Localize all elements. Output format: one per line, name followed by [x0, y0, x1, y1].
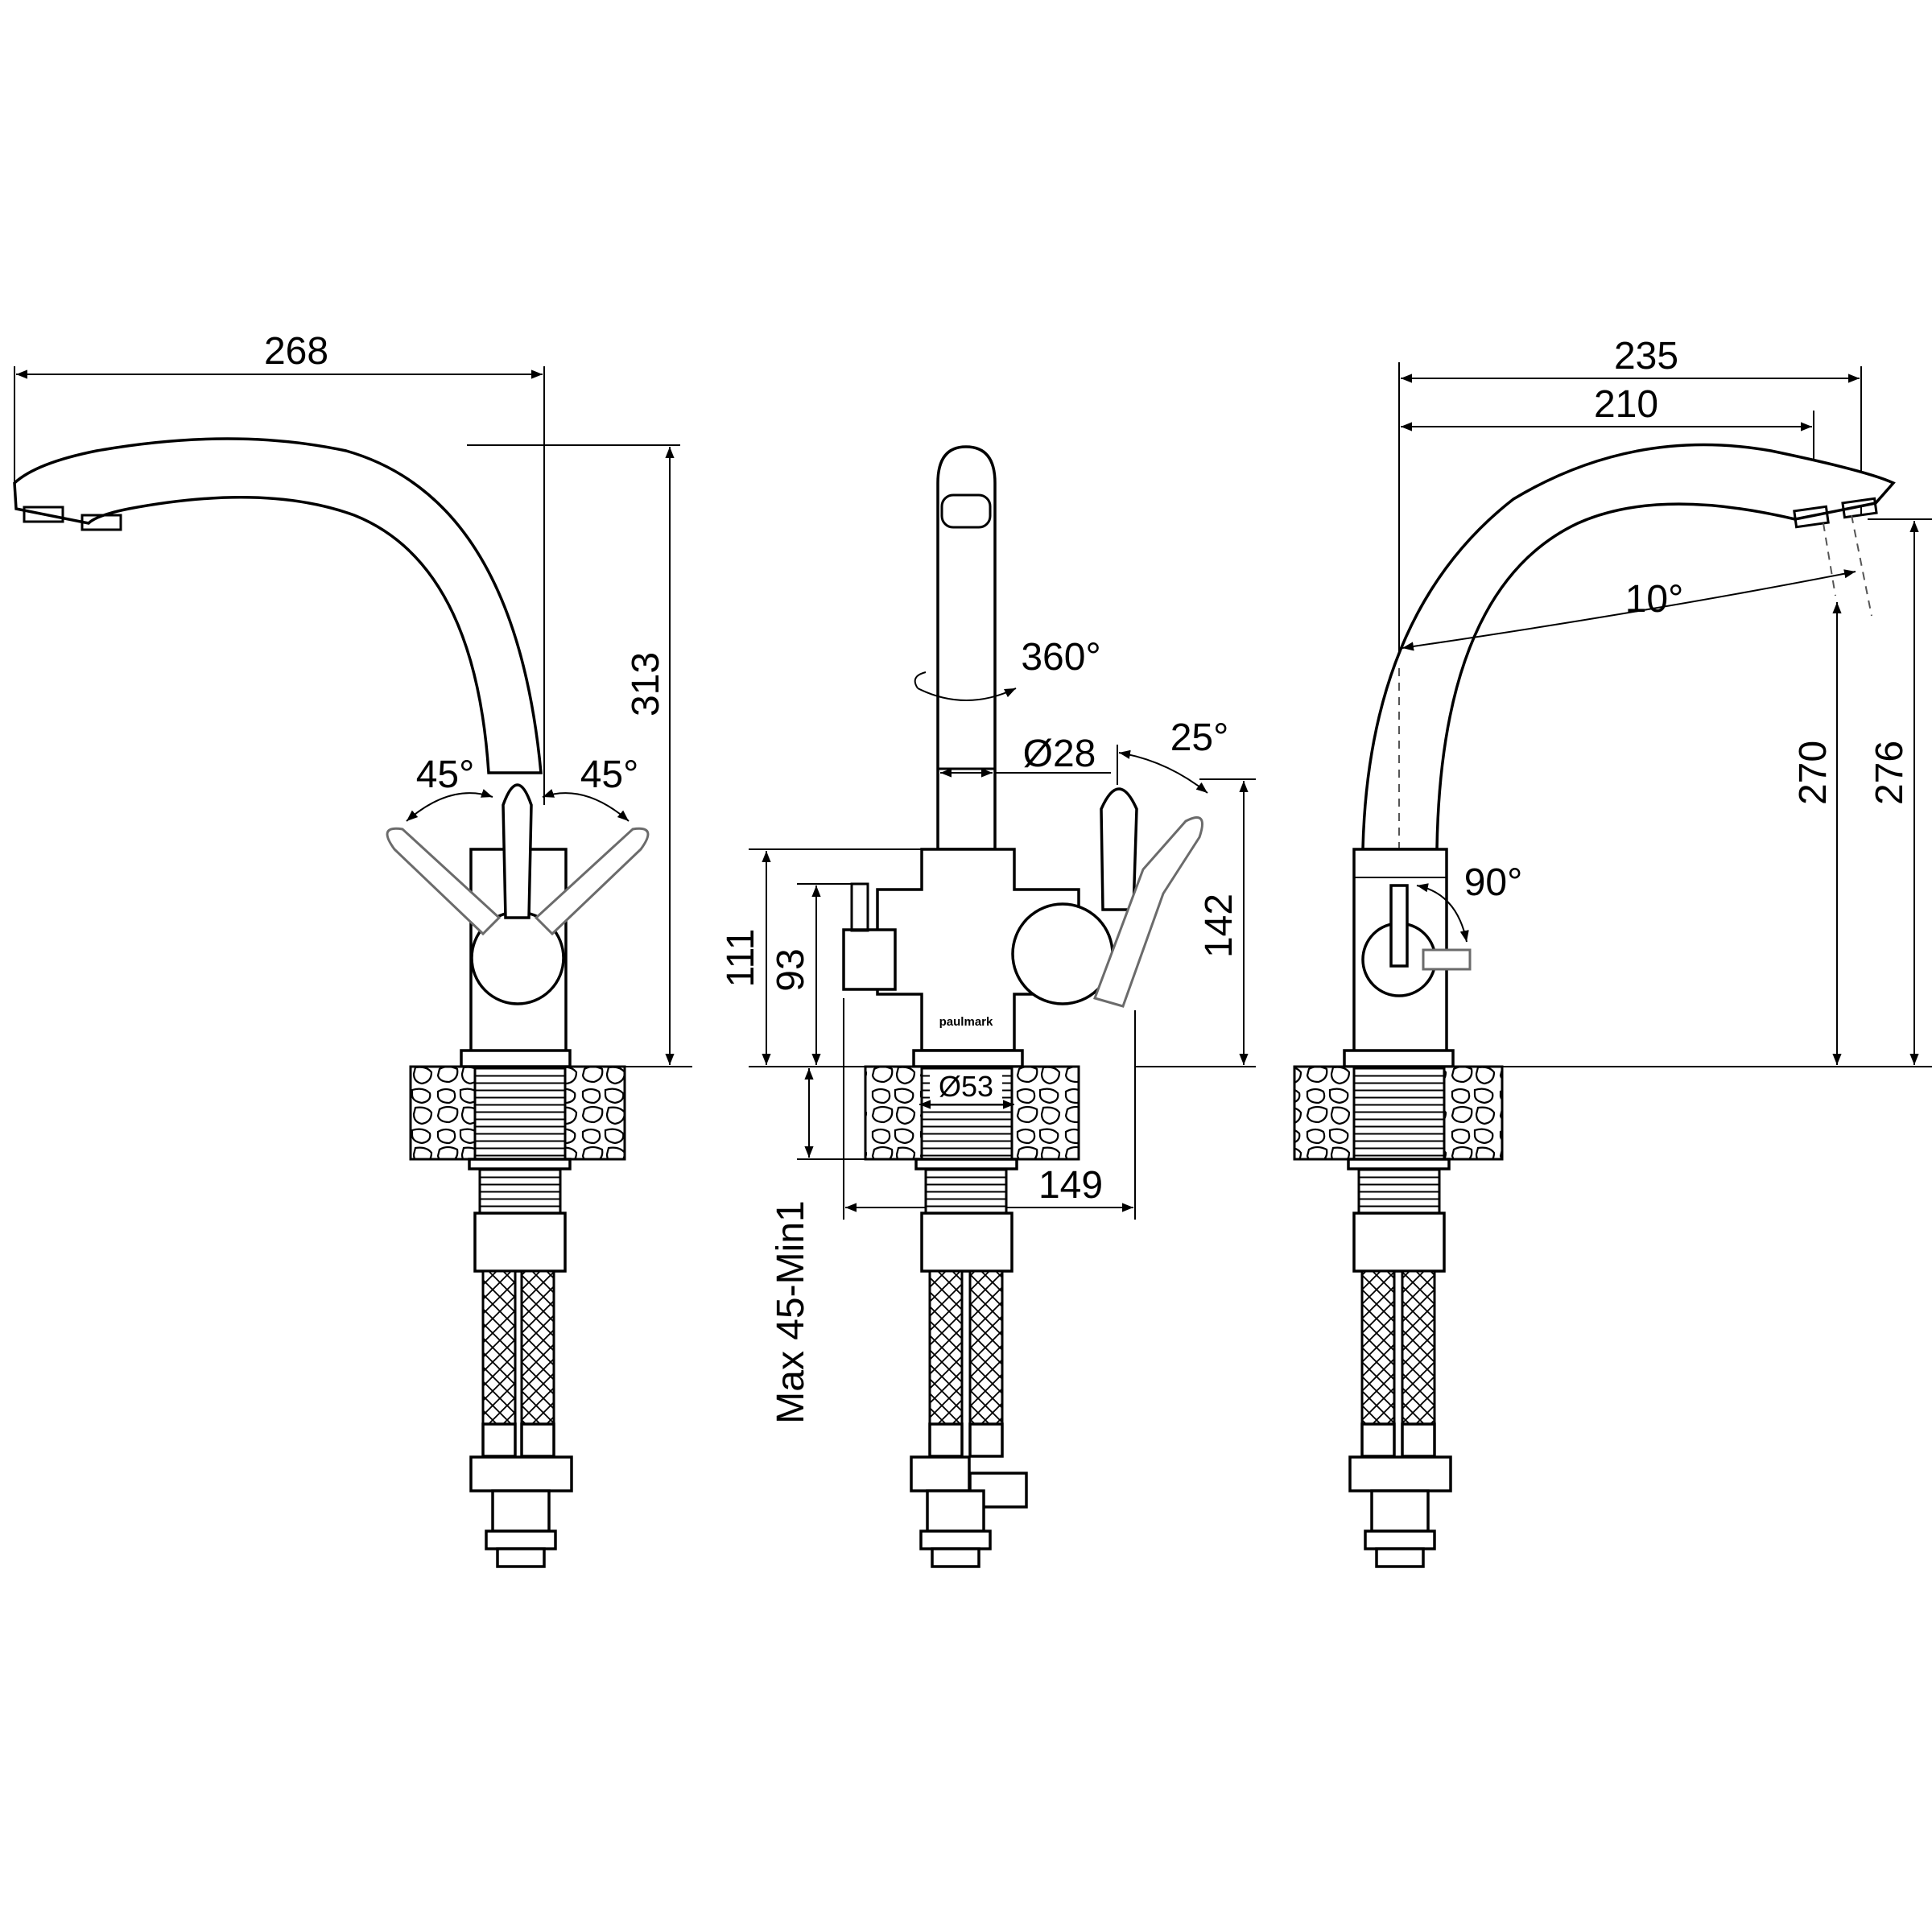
stud-tip: [496, 1547, 546, 1568]
height-93-label: 93: [770, 948, 812, 991]
aerator-left: [23, 506, 64, 523]
filter-lever: [850, 882, 869, 932]
width-dimension-label: 268: [264, 330, 328, 373]
width-235-label: 235: [1614, 335, 1678, 378]
mounting-shank: [473, 1065, 567, 1161]
filter-lever-housing: [842, 928, 897, 991]
handle-right-rotated: [534, 827, 650, 936]
height-dimension-label: 313: [625, 652, 667, 716]
handle-side-rotated: [1422, 948, 1472, 971]
width-149-label: 149: [1038, 1164, 1103, 1207]
left-view: 268 313 45° 45°: [13, 330, 692, 1568]
handle-front-rotated: [1093, 816, 1203, 1008]
angle-arc-left: [406, 789, 493, 822]
angle-right-label: 45°: [580, 753, 639, 796]
base-flange-side: [1343, 1049, 1455, 1068]
handle-left-rotated: [386, 827, 502, 936]
spout: [13, 437, 543, 774]
height-142-label: 142: [1198, 894, 1241, 958]
center-view: paulmark 360° Ø28 25° 111 93 142: [720, 445, 1256, 1568]
angle-left-label: 45°: [416, 753, 475, 796]
handle-center: [502, 783, 533, 919]
diameter-top-label: Ø28: [1023, 733, 1096, 775]
lower-thread: [478, 1167, 562, 1215]
handle-side: [1389, 884, 1409, 968]
base-flange-front: [912, 1049, 1024, 1068]
rotation-label: 360°: [1021, 636, 1100, 679]
lever-90-label: 90°: [1464, 861, 1523, 904]
width-210-label: 210: [1594, 383, 1658, 426]
height-111-label: 111: [720, 929, 762, 988]
rotation-arc: [917, 687, 1017, 701]
hose-connector: [473, 1212, 567, 1273]
fixing-stud: [491, 1489, 551, 1533]
handle-front: [1100, 787, 1138, 911]
brand-label: paulmark: [939, 1015, 993, 1029]
hose-fitting-1: [481, 1422, 517, 1458]
hex-nut: [469, 1455, 573, 1492]
spout-column: [936, 445, 997, 851]
lever-90-arc: [1416, 883, 1469, 943]
stud-end: [485, 1530, 557, 1550]
mounting-nut: [468, 1158, 572, 1170]
braided-hose-1: [481, 1269, 517, 1426]
aerator-front: [940, 493, 992, 529]
braided-hose-front-1: [928, 1269, 964, 1426]
angle-arc-right: [542, 789, 630, 822]
braided-hose-front-2: [968, 1269, 1004, 1426]
counter-thickness-label: Max 45-Min1: [770, 1200, 812, 1423]
tilt-arc: [1402, 569, 1856, 651]
height-276-label: 276: [1868, 741, 1911, 805]
angle-25-label: 25°: [1170, 716, 1229, 759]
braided-hose-2: [520, 1269, 555, 1426]
angle-25-arc: [1118, 749, 1208, 794]
hex-nut-front-1: [910, 1455, 971, 1492]
base-diameter-label: Ø53: [939, 1070, 993, 1103]
right-view: 235 210 10° 90° 270 276: [1293, 335, 1932, 1568]
height-270-label: 270: [1792, 741, 1835, 805]
hose-fitting-2: [520, 1422, 555, 1458]
base-flange: [460, 1049, 572, 1068]
aerator-right: [80, 514, 122, 531]
tilt-label: 10°: [1625, 578, 1684, 621]
